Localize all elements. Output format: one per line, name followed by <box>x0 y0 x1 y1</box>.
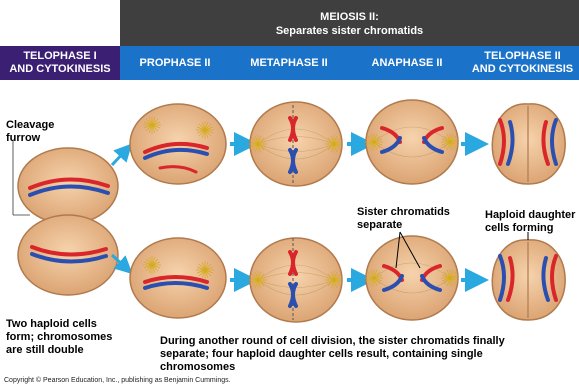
copyright-notice: Copyright © Pearson Education, Inc., pub… <box>4 377 231 384</box>
prophase-ii-cell-bottom <box>130 238 226 318</box>
anaphase-ii-cell-bottom <box>365 236 459 320</box>
metaphase-ii-cell-bottom <box>249 238 343 322</box>
caption: During another round of cell division, t… <box>160 335 505 374</box>
telophase-i-cell <box>13 140 118 295</box>
telophase-ii-cell-top <box>492 104 565 184</box>
label-two-haploid-cells: Two haploid cells form; chromosomes are … <box>6 318 112 357</box>
telophase-ii-cell-bottom <box>492 240 565 320</box>
label-cleavage-furrow: Cleavage furrow <box>6 119 54 145</box>
label-haploid-daughter: Haploid daughter cells forming <box>485 209 575 235</box>
arrow-icon <box>112 150 126 165</box>
prophase-ii-cell-top <box>130 104 226 184</box>
anaphase-ii-cell-top <box>365 100 459 184</box>
label-sister-chromatids: Sister chromatids separate <box>357 206 450 232</box>
metaphase-ii-cell-top <box>249 102 343 186</box>
